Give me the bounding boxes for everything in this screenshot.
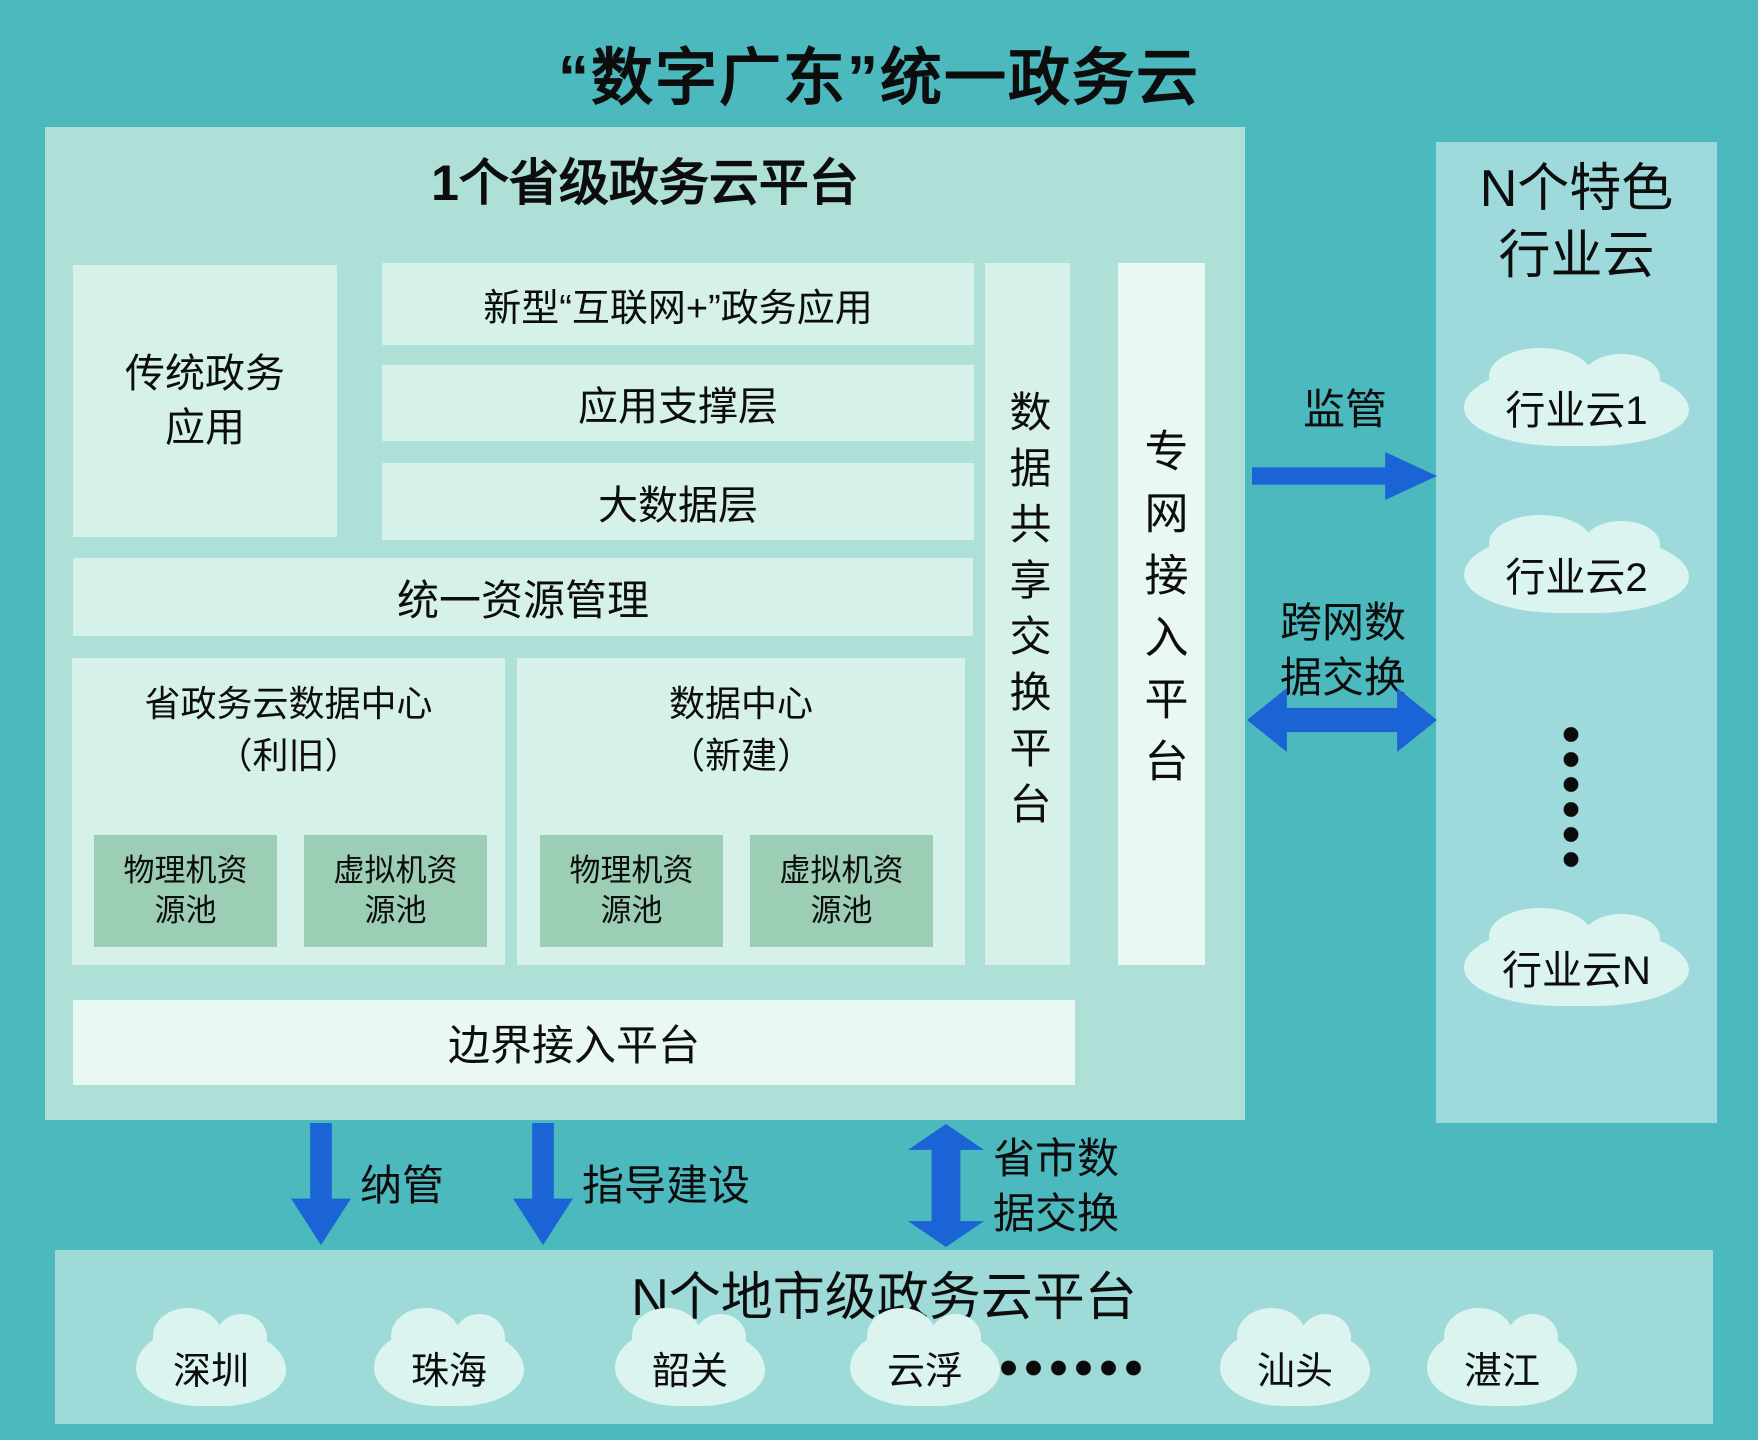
data-center-new-note: （新建） [668, 735, 813, 777]
industry-cloud-2-label: 行业云2 [1505, 556, 1648, 600]
data-center-reuse-note: （利旧） [216, 735, 361, 777]
city-cloud-shaoguan: 韶关 [615, 1307, 765, 1406]
industry-cloud-panel: N个特色行业云 行业云1 行业云2 行业云N [1436, 142, 1717, 1123]
data-center-new-box: 数据中心 （新建） 物理机资源池 虚拟机资源池 [517, 658, 965, 965]
private-network-access-label: 专网接入平台 [1137, 428, 1187, 800]
city-cloud-yunfu-label: 云浮 [886, 1350, 963, 1393]
supervise-label: 监管 [1302, 386, 1387, 434]
layer-big-data-label: 大数据层 [598, 483, 758, 528]
provincial-platform-title: 1个省级政务云平台 [431, 155, 859, 211]
virtual-pool-label: 虚拟机资源池 [779, 852, 904, 928]
industry-cloud-n-label: 行业云N [1502, 949, 1651, 993]
city-cloud-zhanjiang-label: 湛江 [1463, 1350, 1540, 1393]
page-title: “数字广东”统一政务云 [557, 44, 1200, 113]
physical-pool-box: 物理机资源池 [540, 835, 723, 947]
province-city-exchange-label: 省市数据交换 [993, 1134, 1120, 1237]
virtual-pool-box: 虚拟机资源池 [304, 835, 487, 947]
private-network-access-bar: 专网接入平台 [1118, 263, 1205, 965]
unified-resource-label: 统一资源管理 [396, 576, 649, 624]
layer-app-support-label: 应用支撑层 [578, 385, 778, 429]
unified-resource-box: 统一资源管理 [73, 558, 973, 636]
down-arrow-icon [291, 1123, 351, 1245]
data-share-exchange-bar: 数据共享交换平台 [985, 263, 1070, 965]
city-cloud-shantou: 汕头 [1220, 1307, 1370, 1406]
layer-app-support: 应用支撑层 [382, 365, 974, 441]
industry-cloud-2: 行业云2 [1464, 514, 1689, 613]
manage-label: 纳管 [360, 1162, 445, 1210]
traditional-apps-box: 传统政务应用 [73, 265, 337, 537]
city-cloud-zhuhai-label: 珠海 [410, 1350, 487, 1393]
industry-cloud-title-text: N个特色行业云 [1479, 160, 1674, 285]
double-vertical-arrow-icon [908, 1124, 984, 1247]
provincial-platform-panel: 1个省级政务云平台 传统政务应用 新型“互联网+”政务应用 应用支撑层 大数据层… [45, 127, 1245, 1120]
virtual-pool-box: 虚拟机资源池 [750, 835, 933, 947]
city-cloud-zhuhai: 珠海 [374, 1307, 524, 1406]
city-cloud-shenzhen-label: 深圳 [172, 1350, 249, 1393]
industry-cloud-1-label: 行业云1 [1505, 389, 1648, 433]
cross-network-exchange-label: 跨网数据交换 [1279, 598, 1406, 701]
guide-build-label: 指导建设 [582, 1162, 751, 1210]
right-arrow-icon [1252, 452, 1437, 500]
industry-cloud-n: 行业云N [1464, 907, 1689, 1006]
data-center-new-title: 数据中心 （新建） [517, 658, 965, 782]
horizontal-ellipsis-icon [996, 1360, 1146, 1376]
vertical-ellipsis-icon [1563, 722, 1579, 872]
data-center-reuse-name: 省政务云数据中心 [144, 683, 433, 724]
industry-cloud-1: 行业云1 [1464, 347, 1689, 446]
city-cloud-shenzhen: 深圳 [136, 1307, 286, 1406]
data-share-exchange-label: 数据共享交换平台 [1004, 390, 1051, 838]
city-cloud-zhanjiang: 湛江 [1427, 1307, 1577, 1406]
border-access-label: 边界接入平台 [447, 1022, 700, 1069]
city-cloud-yunfu: 云浮 [850, 1307, 1000, 1406]
physical-pool-box: 物理机资源池 [94, 835, 277, 947]
physical-pool-label: 物理机资源池 [569, 852, 694, 928]
layer-internet-plus-label: 新型“互联网+”政务应用 [483, 287, 873, 330]
city-platform-panel: N个地市级政务云平台 深圳 珠海 韶关 云浮 汕头 湛江 [55, 1250, 1713, 1424]
layer-big-data: 大数据层 [382, 463, 974, 540]
physical-pool-label: 物理机资源池 [123, 852, 248, 928]
city-cloud-shaoguan-label: 韶关 [651, 1350, 728, 1393]
data-center-reuse-title: 省政务云数据中心 （利旧） [72, 658, 505, 782]
layer-internet-plus-apps: 新型“互联网+”政务应用 [382, 263, 974, 345]
city-cloud-shantou-label: 汕头 [1256, 1350, 1333, 1393]
traditional-apps-label: 传统政务应用 [125, 352, 285, 450]
border-access-box: 边界接入平台 [73, 1000, 1075, 1085]
data-center-reuse-box: 省政务云数据中心 （利旧） 物理机资源池 虚拟机资源池 [72, 658, 505, 965]
industry-cloud-title: N个特色行业云 [1436, 156, 1717, 289]
data-center-new-name: 数据中心 [668, 683, 813, 724]
virtual-pool-label: 虚拟机资源池 [333, 852, 458, 928]
